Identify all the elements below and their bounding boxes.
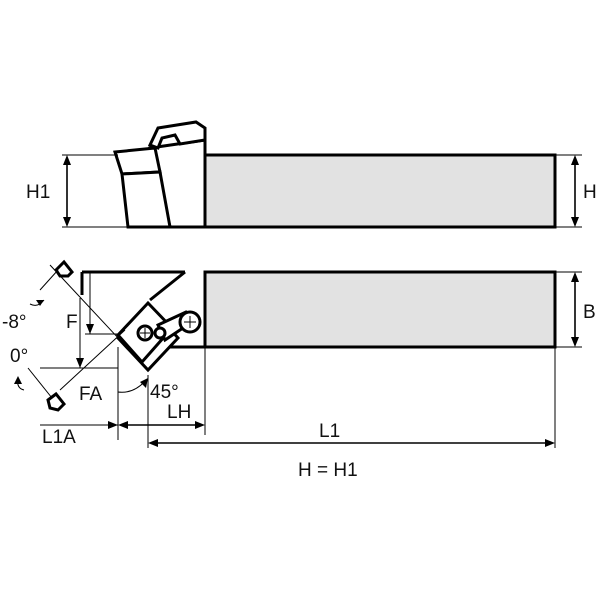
ref-diagonal-2 — [59, 329, 126, 391]
lever-pin-icon — [153, 326, 167, 340]
angle-neg8-arrow — [36, 300, 44, 306]
side-clamp — [147, 120, 207, 150]
ghost-insert-upper — [54, 259, 75, 278]
lh-arrow-right — [195, 421, 205, 429]
l1a-arrow — [108, 421, 118, 429]
l1-arrow-left — [148, 439, 158, 447]
h-label: H — [583, 182, 597, 203]
h1-arrow-top — [63, 155, 71, 165]
h-arrow-bottom — [571, 217, 579, 227]
angle-45-label: 45° — [150, 382, 179, 403]
angle-0-arrow — [14, 376, 22, 384]
formula-text: H = H1 — [298, 460, 358, 481]
l1-arrow-right — [545, 439, 555, 447]
top-head-diagonal — [149, 270, 186, 302]
h-arrow-top — [571, 155, 579, 165]
f-arrow — [86, 324, 94, 334]
angle-0-line — [27, 367, 53, 399]
side-shank — [203, 153, 557, 229]
b-label: B — [583, 302, 596, 323]
lh-arrow-left — [118, 421, 128, 429]
angle-0-label: 0° — [10, 346, 28, 367]
angle-neg8-line — [39, 269, 59, 291]
side-insert — [113, 146, 162, 176]
fa-label: FA — [79, 384, 103, 405]
angle-neg8-label: -8° — [2, 312, 27, 333]
h1-arrow-bottom — [63, 217, 71, 227]
f-label: F — [66, 312, 78, 333]
ref-diagonal-1 — [49, 264, 149, 371]
side-insert-seat — [120, 170, 172, 229]
top-head-outline — [82, 272, 205, 347]
fa-arrow — [76, 358, 84, 368]
l1-label: L1 — [319, 421, 340, 442]
lh-label: LH — [167, 402, 191, 423]
b-arrow-top — [571, 272, 579, 282]
top-shank — [203, 270, 557, 349]
h1-label: H1 — [26, 182, 50, 203]
l1a-label: L1A — [42, 427, 76, 448]
top-view: B F FA -8° 0° 45° L — [2, 259, 596, 448]
side-view: H1 H — [26, 120, 597, 229]
b-arrow-bottom — [571, 337, 579, 347]
angle-45-arrow — [140, 378, 148, 388]
